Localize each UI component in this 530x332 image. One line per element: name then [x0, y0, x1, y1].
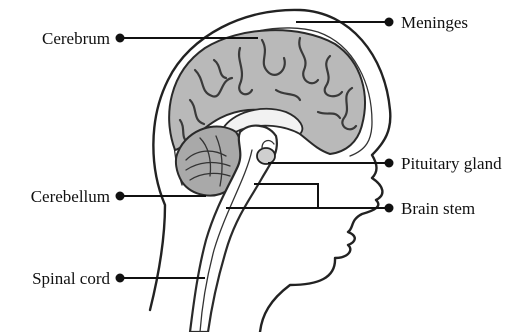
label-cerebellum: Cerebellum	[31, 187, 110, 206]
label-meninges: Meninges	[401, 13, 468, 32]
label-spinal-cord: Spinal cord	[32, 269, 110, 288]
label-brain-stem: Brain stem	[401, 199, 475, 218]
label-cerebrum: Cerebrum	[42, 29, 110, 48]
leader-spinal-cord	[116, 274, 206, 283]
label-pituitary-gland: Pituitary gland	[401, 154, 502, 173]
